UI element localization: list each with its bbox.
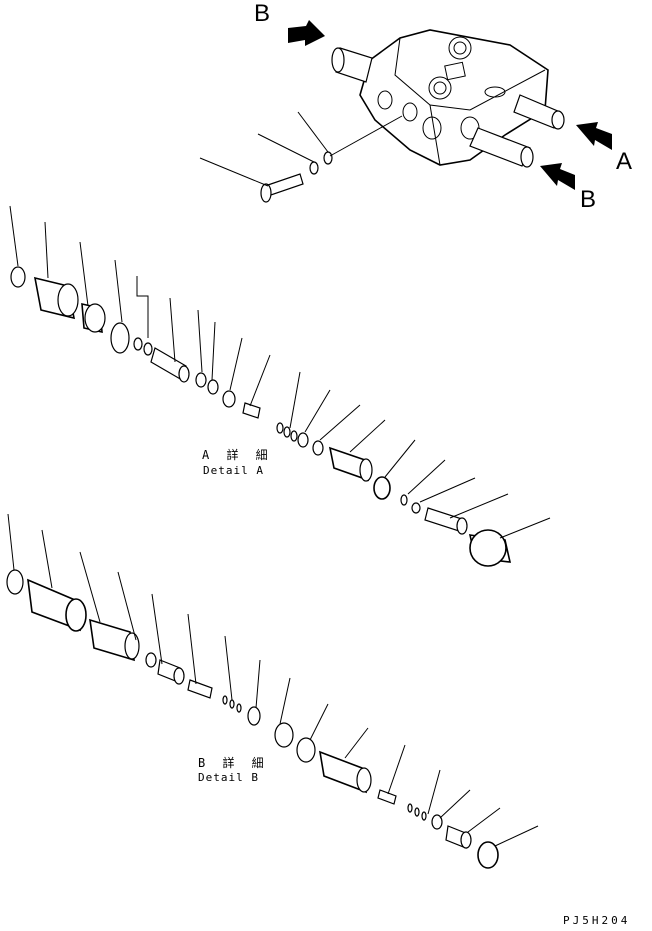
detail-b-leaders [7,513,539,847]
drawing-code: PJ5H204 [563,914,631,927]
valve-plug-a-side [513,94,565,130]
o-ring-small [309,161,319,175]
view-arrow-b-top [288,20,325,46]
valve-body [359,29,549,166]
view-arrow-b-side [540,163,575,190]
detail-a-leaders [9,205,551,539]
view-label-b-side: B [580,186,597,213]
view-label-a: A [616,148,633,175]
o-ring-small [323,151,333,165]
valve-plug-left [331,47,373,83]
view-label-b-top: B [254,0,271,27]
detail-a-parts [10,266,512,567]
detail-b-parts [6,569,499,869]
view-arrow-a [576,122,612,150]
valve-plug-b-side [469,127,534,168]
detail-b-title-en: Detail B [198,771,259,784]
detail-b-title-jp: B 詳 細 [198,756,269,770]
plug-small [260,173,304,203]
detail-a-title-jp: A 詳 細 [202,448,273,462]
detail-a-title-en: Detail A [203,464,264,477]
